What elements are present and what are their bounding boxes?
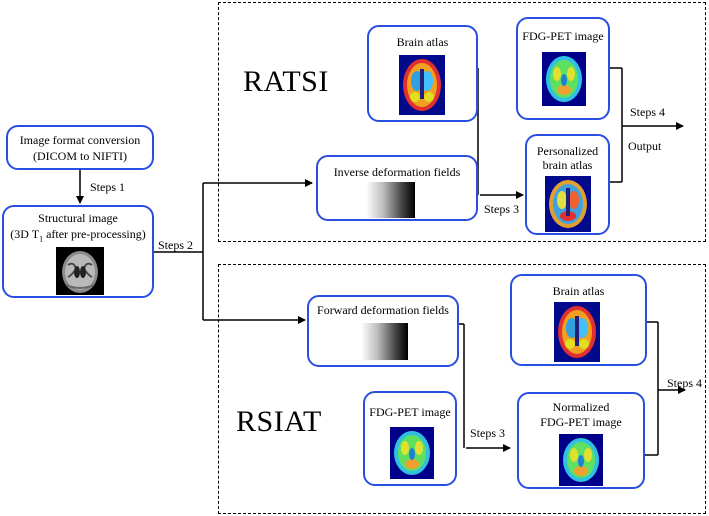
brain-atlas-label-top: Brain atlas xyxy=(396,35,449,49)
fdg-pet-image-top xyxy=(542,52,586,106)
rsiat-panel xyxy=(218,264,706,514)
ratsi-panel xyxy=(218,2,706,242)
fdg-pet-label-bottom: FDG-PET image xyxy=(369,405,451,419)
brain-atlas-image-top xyxy=(399,55,445,115)
inverse-fields-label: Inverse deformation fields xyxy=(333,165,461,179)
forward-field-gradient xyxy=(361,323,408,360)
format-conversion-box: Image format conversion (DICOM to NIFTI) xyxy=(6,125,154,170)
personalized-atlas-image xyxy=(545,176,591,232)
normalized-pet-label: Normalized xyxy=(552,400,610,414)
brain-atlas-label-bottom: Brain atlas xyxy=(552,284,605,298)
structural-sub-pre: (3D T xyxy=(10,227,40,241)
personalized-atlas-sublabel: brain atlas xyxy=(542,158,593,172)
structural-image-label: Structural image xyxy=(38,211,118,225)
format-conversion-label: Image format conversion xyxy=(19,133,141,147)
personalized-atlas-label: Personalized xyxy=(536,144,599,158)
format-conversion-sublabel: (DICOM to NIFTI) xyxy=(33,149,127,163)
steps3-label-top: Steps 3 xyxy=(484,202,520,216)
steps4-label-top: Steps 4 xyxy=(630,105,666,119)
steps4-label-bottom: Steps 4 xyxy=(667,376,703,390)
brain-atlas-image-bottom xyxy=(554,302,600,362)
forward-fields-box: Forward deformation fields xyxy=(307,295,459,367)
fdg-pet-image-bottom xyxy=(390,427,434,479)
mri-brain-image xyxy=(56,247,104,295)
fdg-pet-label-top: FDG-PET image xyxy=(522,29,604,43)
structural-image-sublabel: (3D T1 after pre-processing) xyxy=(4,227,152,246)
structural-image-box: Structural image (3D T1 after pre-proces… xyxy=(2,205,154,298)
inverse-field-gradient xyxy=(366,182,415,218)
normalized-pet-box: Normalized FDG-PET image xyxy=(517,392,645,489)
steps3-label-bottom: Steps 3 xyxy=(470,426,506,440)
fdg-pet-box-top: FDG-PET image xyxy=(516,17,610,120)
brain-atlas-box-top: Brain atlas xyxy=(367,25,478,122)
normalized-pet-image xyxy=(559,434,603,486)
fdg-pet-box-bottom: FDG-PET image xyxy=(363,391,457,486)
personalized-atlas-box: Personalized brain atlas xyxy=(525,134,610,235)
ratsi-title: RATSI xyxy=(243,65,329,98)
brain-atlas-box-bottom: Brain atlas xyxy=(510,274,647,366)
structural-sub-post: after pre-processing) xyxy=(43,227,146,241)
output-label: Output xyxy=(628,139,662,153)
rsiat-title: RSIAT xyxy=(236,405,322,438)
steps1-label: Steps 1 xyxy=(90,180,126,194)
structural-sub-index: 1 xyxy=(39,234,44,244)
normalized-pet-sublabel: FDG-PET image xyxy=(540,415,622,429)
inverse-fields-box: Inverse deformation fields xyxy=(316,155,478,221)
steps2-label: Steps 2 xyxy=(158,238,194,252)
forward-fields-label: Forward deformation fields xyxy=(317,303,449,317)
